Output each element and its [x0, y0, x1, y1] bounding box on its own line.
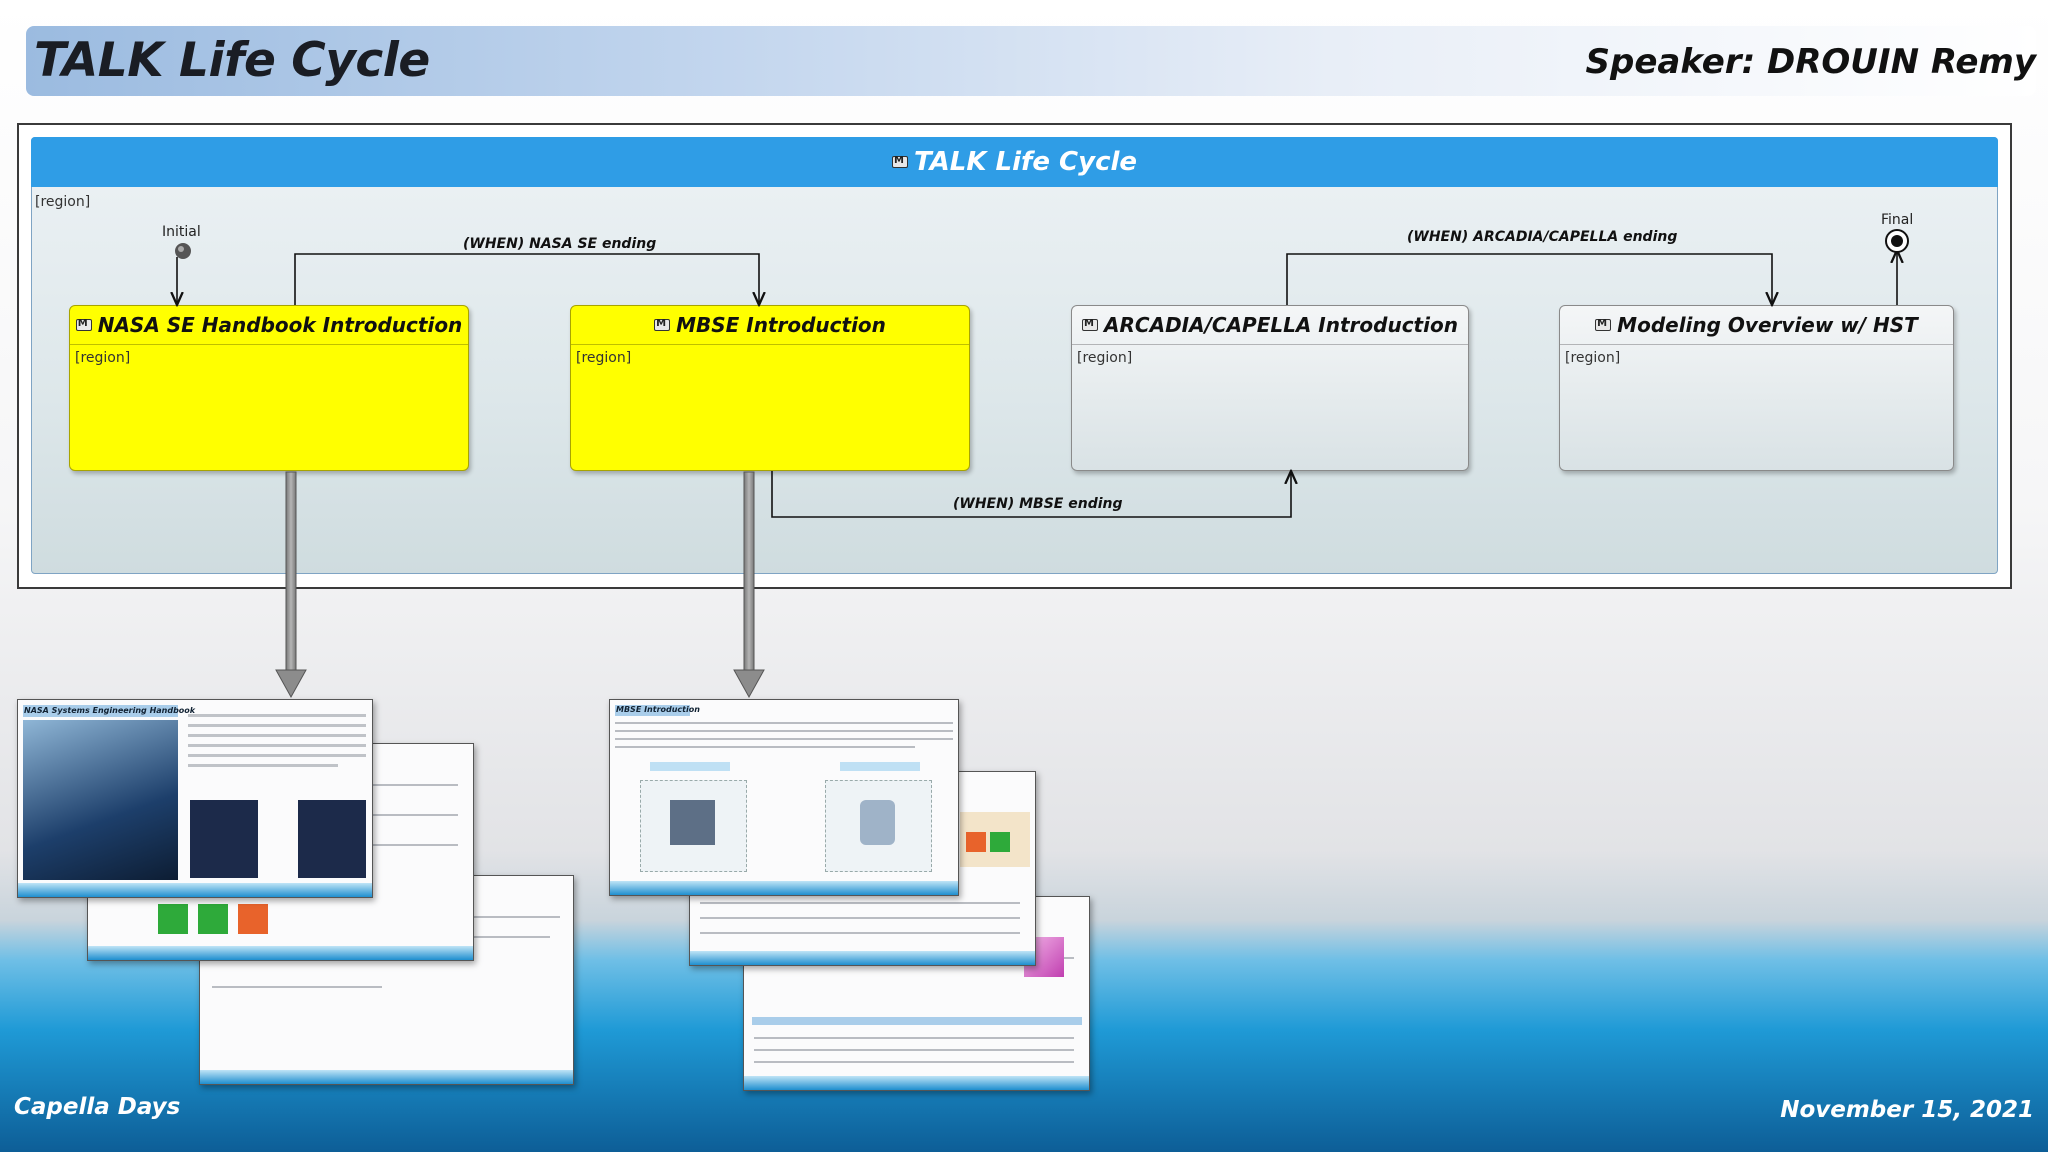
mode-icon: [654, 318, 671, 331]
final-label: Final: [1881, 212, 1914, 228]
transition-arcadia-to-modeling[interactable]: [1286, 253, 1772, 305]
state-machine-header[interactable]: TALK Life Cycle: [31, 137, 1998, 187]
state-name: NASA SE Handbook Introduction: [97, 313, 463, 337]
state-title: NASA SE Handbook Introduction: [70, 306, 468, 345]
mbse-thumbnail-arrow: [733, 471, 765, 699]
footer-date: November 15, 2021: [1780, 1097, 2034, 1123]
transition-nasa-to-mbse[interactable]: [294, 253, 759, 305]
state-arcadia-capella[interactable]: ARCADIA/CAPELLA Introduction [region]: [1071, 305, 1469, 471]
state-name: MBSE Introduction: [676, 313, 886, 337]
transition-label-arcadia-ending: (WHEN) ARCADIA/CAPELLA ending: [1407, 229, 1678, 245]
state-name: ARCADIA/CAPELLA Introduction: [1104, 313, 1458, 337]
thumbnail-title: MBSE Introduction: [616, 705, 700, 714]
state-machine-region-label: [region]: [35, 194, 91, 210]
final-pseudostate[interactable]: [1885, 229, 1909, 253]
state-title: MBSE Introduction: [571, 306, 969, 345]
state-region-label: [region]: [75, 350, 131, 366]
state-mbse-introduction[interactable]: MBSE Introduction [region]: [570, 305, 970, 471]
mode-icon: [1595, 318, 1612, 331]
nasa-thumbnail-arrow: [275, 471, 307, 699]
transition-label-nasa-se-ending: (WHEN) NASA SE ending: [463, 236, 657, 252]
initial-pseudostate[interactable]: [175, 243, 191, 259]
transition-mbse-to-arcadia[interactable]: [771, 471, 1291, 518]
thumbnail-title: NASA Systems Engineering Handbook: [24, 706, 196, 715]
state-modeling-overview[interactable]: Modeling Overview w/ HST [region]: [1559, 305, 1954, 471]
speaker-label: Speaker: DROUIN Remy: [1585, 42, 2036, 82]
title-band: [26, 26, 2036, 96]
thumbnail-nasa-handbook[interactable]: NASA Systems Engineering Handbook: [17, 699, 373, 898]
footer-event-name: Capella Days: [14, 1094, 181, 1120]
mode-icon: [75, 318, 92, 331]
state-region-label: [region]: [1077, 350, 1133, 366]
slide-title: TALK Life Cycle: [34, 33, 430, 88]
initial-label: Initial: [162, 224, 201, 240]
state-nasa-se-handbook[interactable]: NASA SE Handbook Introduction [region]: [69, 305, 469, 471]
mode-icon: [1082, 318, 1099, 331]
state-title: Modeling Overview w/ HST: [1560, 306, 1953, 345]
mode-icon: [891, 155, 908, 168]
state-name: Modeling Overview w/ HST: [1617, 313, 1918, 337]
state-region-label: [region]: [1565, 350, 1621, 366]
state-machine-title: TALK Life Cycle: [913, 147, 1138, 177]
state-region-label: [region]: [576, 350, 632, 366]
thumbnail-mbse-introduction[interactable]: MBSE Introduction: [609, 699, 959, 896]
state-title: ARCADIA/CAPELLA Introduction: [1072, 306, 1468, 345]
transition-label-mbse-ending: (WHEN) MBSE ending: [953, 496, 1123, 512]
